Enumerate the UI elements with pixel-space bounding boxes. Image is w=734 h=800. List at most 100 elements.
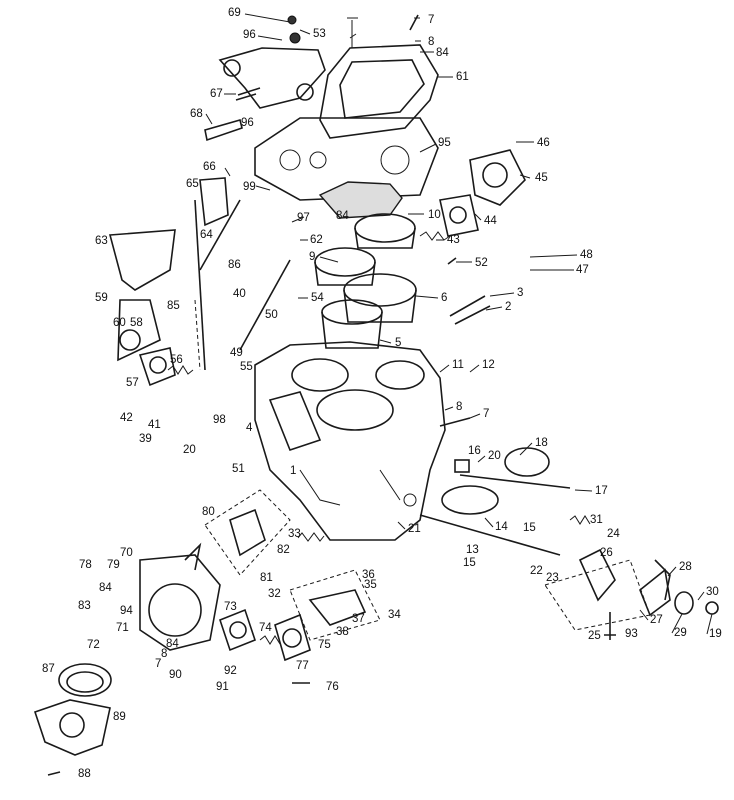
- part-label-78: 78: [79, 559, 92, 571]
- part-label-63: 63: [95, 235, 108, 247]
- part-number-labels: 69 96 53 7 8 84 61 67 96 68 95 46 66 45 …: [42, 7, 722, 780]
- part-label-15: 15: [463, 557, 476, 569]
- part-label-8: 8: [456, 401, 462, 413]
- part-label-90: 90: [169, 669, 182, 681]
- part-label-82: 82: [277, 544, 290, 556]
- part-label-81: 81: [260, 572, 273, 584]
- part-label-52: 52: [475, 257, 488, 269]
- part-label-17: 17: [595, 485, 608, 497]
- part-label-50: 50: [265, 309, 278, 321]
- part-label-6: 6: [441, 292, 447, 304]
- part-label-77: 77: [296, 660, 309, 672]
- part-label-1: 1: [290, 465, 296, 477]
- part-label-4: 4: [246, 422, 253, 434]
- part-label-27: 27: [650, 614, 663, 626]
- part-label-39: 39: [139, 433, 152, 445]
- part-label-36: 36: [362, 569, 375, 581]
- part-label-7: 7: [155, 658, 161, 670]
- part-label-98: 98: [213, 414, 226, 426]
- part-label-32: 32: [268, 588, 281, 600]
- part-label-20: 20: [183, 444, 196, 456]
- leader-lines: [205, 13, 713, 635]
- part-label-62: 62: [310, 234, 323, 246]
- part-label-74: 74: [259, 622, 272, 634]
- part-label-68: 68: [190, 108, 203, 120]
- part-label-55: 55: [240, 361, 253, 373]
- part-label-21: 21: [408, 523, 421, 535]
- part-label-94: 94: [120, 605, 133, 617]
- part-label-7: 7: [428, 14, 434, 26]
- part-label-8: 8: [428, 36, 434, 48]
- part-label-12: 12: [482, 359, 495, 371]
- part-label-84: 84: [99, 582, 112, 594]
- part-label-14: 14: [495, 521, 508, 533]
- part-label-5: 5: [395, 337, 401, 349]
- part-label-18: 18: [535, 437, 548, 449]
- part-label-26: 26: [600, 547, 613, 559]
- part-label-15: 15: [523, 522, 536, 534]
- part-label-19: 19: [709, 628, 722, 640]
- part-label-67: 67: [210, 88, 223, 100]
- part-label-80: 80: [202, 506, 215, 518]
- part-label-88: 88: [78, 768, 91, 780]
- part-label-83: 83: [78, 600, 91, 612]
- part-label-49: 49: [230, 347, 243, 359]
- part-label-48: 48: [580, 249, 593, 261]
- part-label-75: 75: [318, 639, 331, 651]
- part-label-58: 58: [130, 317, 143, 329]
- part-label-42: 42: [120, 412, 133, 424]
- part-label-10: 10: [428, 209, 441, 221]
- part-label-60: 60: [113, 317, 126, 329]
- part-label-9: 9: [309, 251, 315, 263]
- part-label-44: 44: [484, 215, 497, 227]
- part-label-99: 99: [243, 181, 256, 193]
- part-label-96: 96: [243, 29, 256, 41]
- part-label-84: 84: [436, 47, 449, 59]
- part-label-38: 38: [336, 626, 349, 638]
- part-label-47: 47: [576, 264, 589, 276]
- part-label-7: 7: [483, 408, 489, 420]
- part-label-40: 40: [233, 288, 246, 300]
- part-label-86: 86: [228, 259, 241, 271]
- part-label-34: 34: [388, 609, 401, 621]
- part-label-45: 45: [535, 172, 548, 184]
- part-label-31: 31: [590, 514, 603, 526]
- part-label-89: 89: [113, 711, 126, 723]
- part-label-46: 46: [537, 137, 550, 149]
- part-label-33: 33: [288, 528, 301, 540]
- part-label-20: 20: [488, 450, 501, 462]
- part-label-96: 96: [241, 117, 254, 129]
- part-label-41: 41: [148, 419, 161, 431]
- parts-artwork: [33, 14, 719, 776]
- part-label-85: 85: [167, 300, 180, 312]
- part-label-71: 71: [116, 622, 129, 634]
- part-label-13: 13: [466, 544, 479, 556]
- part-label-84: 84: [166, 638, 179, 650]
- part-label-65: 65: [186, 178, 199, 190]
- part-label-43: 43: [447, 234, 460, 246]
- part-label-66: 66: [203, 161, 216, 173]
- part-label-92: 92: [224, 665, 237, 677]
- part-label-28: 28: [679, 561, 692, 573]
- part-label-95: 95: [438, 137, 451, 149]
- part-label-22: 22: [530, 565, 543, 577]
- part-label-84: 84: [336, 210, 349, 222]
- part-label-69: 69: [228, 7, 241, 19]
- part-label-3: 3: [517, 287, 523, 299]
- part-label-73: 73: [224, 601, 237, 613]
- part-label-56: 56: [170, 354, 183, 366]
- part-label-35: 35: [364, 579, 377, 591]
- part-label-16: 16: [468, 445, 481, 457]
- part-label-93: 93: [625, 628, 638, 640]
- part-label-30: 30: [706, 586, 719, 598]
- part-label-57: 57: [126, 377, 139, 389]
- part-label-25: 25: [588, 630, 601, 642]
- part-label-11: 11: [452, 359, 464, 371]
- part-label-24: 24: [607, 528, 620, 540]
- part-label-79: 79: [107, 559, 120, 571]
- part-label-76: 76: [326, 681, 339, 693]
- part-label-2: 2: [505, 301, 511, 313]
- part-label-51: 51: [232, 463, 245, 475]
- part-label-97: 97: [297, 212, 310, 224]
